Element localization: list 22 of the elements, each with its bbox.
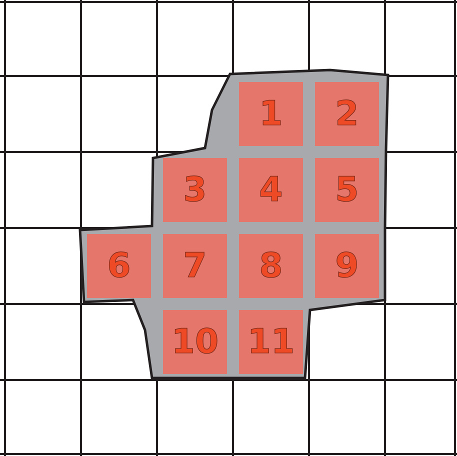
numbered-square	[239, 310, 303, 374]
square-number: 3	[183, 173, 207, 207]
numbered-square	[163, 234, 227, 298]
square-number: 1	[259, 97, 283, 131]
square-number: 6	[107, 249, 131, 283]
numbered-square	[239, 82, 303, 146]
square-number: 10	[171, 325, 219, 359]
numbered-square	[87, 234, 151, 298]
numbered-square	[315, 234, 379, 298]
square-number: 4	[259, 173, 283, 207]
numbered-square	[239, 234, 303, 298]
square-number: 9	[335, 249, 359, 283]
square-number: 11	[247, 325, 295, 359]
square-number: 8	[259, 249, 283, 283]
numbered-square	[315, 82, 379, 146]
numbered-square	[163, 310, 227, 374]
numbered-square	[315, 158, 379, 222]
square-number: 5	[335, 173, 359, 207]
numbered-square	[239, 158, 303, 222]
square-number: 2	[335, 97, 359, 131]
square-number: 7	[183, 249, 207, 283]
numbered-square	[163, 158, 227, 222]
